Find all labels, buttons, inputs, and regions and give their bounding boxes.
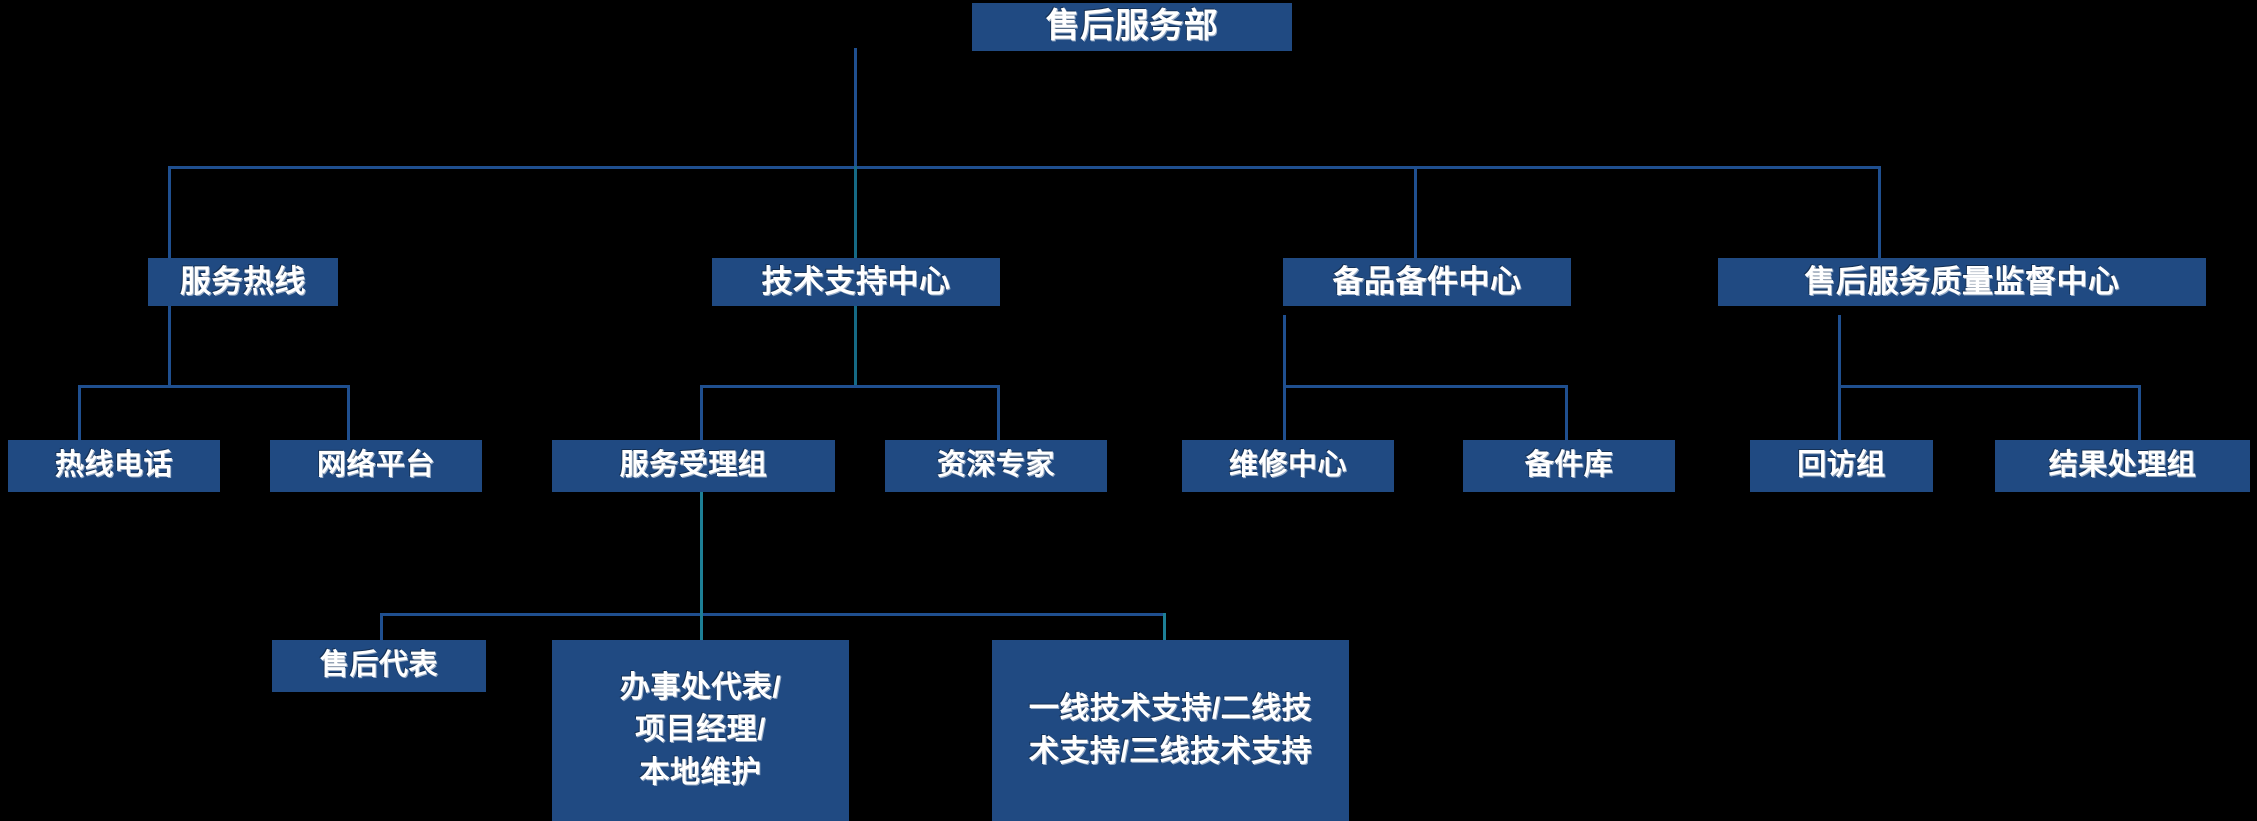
connector-drop-service-intake <box>700 385 703 441</box>
connector-drop-network-platform <box>347 385 350 441</box>
node-tech-support-center[interactable]: 技术支持中心 <box>712 258 1000 306</box>
connector-drop-quality-supervision <box>1878 166 1881 275</box>
connector-drop-repair-center <box>1283 385 1286 441</box>
connector-bar-service-hotline <box>78 385 350 388</box>
connector-bar-quality-supervision <box>1838 385 2141 388</box>
node-service-hotline[interactable]: 服务热线 <box>148 258 338 306</box>
connector-drop-parts-warehouse <box>1565 385 1568 441</box>
node-parts-warehouse[interactable]: 备件库 <box>1463 440 1675 492</box>
connector-bar-level3 <box>380 613 1166 616</box>
connector-stem-spare-parts <box>1283 315 1286 387</box>
node-tiered-tech-support[interactable]: 一线技术支持/二线技 术支持/三线技术支持 <box>992 640 1349 821</box>
connector-drop-result-processing <box>2138 385 2141 441</box>
node-root[interactable]: 售后服务部 <box>972 3 1292 51</box>
node-follow-up-group[interactable]: 回访组 <box>1750 440 1933 492</box>
node-senior-expert[interactable]: 资深专家 <box>885 440 1107 492</box>
connector-level1-trunk <box>168 166 1880 169</box>
connector-stem-service-intake <box>700 492 703 642</box>
connector-root-stem <box>854 48 857 168</box>
connector-drop-senior-expert <box>997 385 1000 441</box>
node-office-rep-group[interactable]: 办事处代表/ 项目经理/ 本地维护 <box>552 640 849 821</box>
node-after-sales-rep[interactable]: 售后代表 <box>272 640 486 692</box>
connector-drop-after-sales-rep <box>380 613 383 640</box>
connector-drop-tech-support-center <box>854 166 857 275</box>
connector-drop-service-hotline <box>168 166 171 275</box>
node-quality-supervision[interactable]: 售后服务质量监督中心 <box>1718 258 2206 306</box>
node-network-platform[interactable]: 网络平台 <box>270 440 482 492</box>
connector-drop-follow-up-group <box>1838 385 1841 441</box>
connector-bar-tech-support <box>700 385 1000 388</box>
connector-drop-tiered-tech-support <box>1163 613 1166 640</box>
connector-drop-spare-parts-center <box>1414 166 1417 275</box>
connector-drop-hotline-phone <box>78 385 81 441</box>
connector-drop-office-rep-group <box>700 613 703 640</box>
node-service-intake[interactable]: 服务受理组 <box>552 440 835 492</box>
node-repair-center[interactable]: 维修中心 <box>1182 440 1394 492</box>
connector-bar-spare-parts <box>1283 385 1568 388</box>
node-result-processing[interactable]: 结果处理组 <box>1995 440 2250 492</box>
connector-stem-quality-supervision <box>1838 315 1841 387</box>
node-spare-parts-center[interactable]: 备品备件中心 <box>1283 258 1571 306</box>
node-hotline-phone[interactable]: 热线电话 <box>8 440 220 492</box>
